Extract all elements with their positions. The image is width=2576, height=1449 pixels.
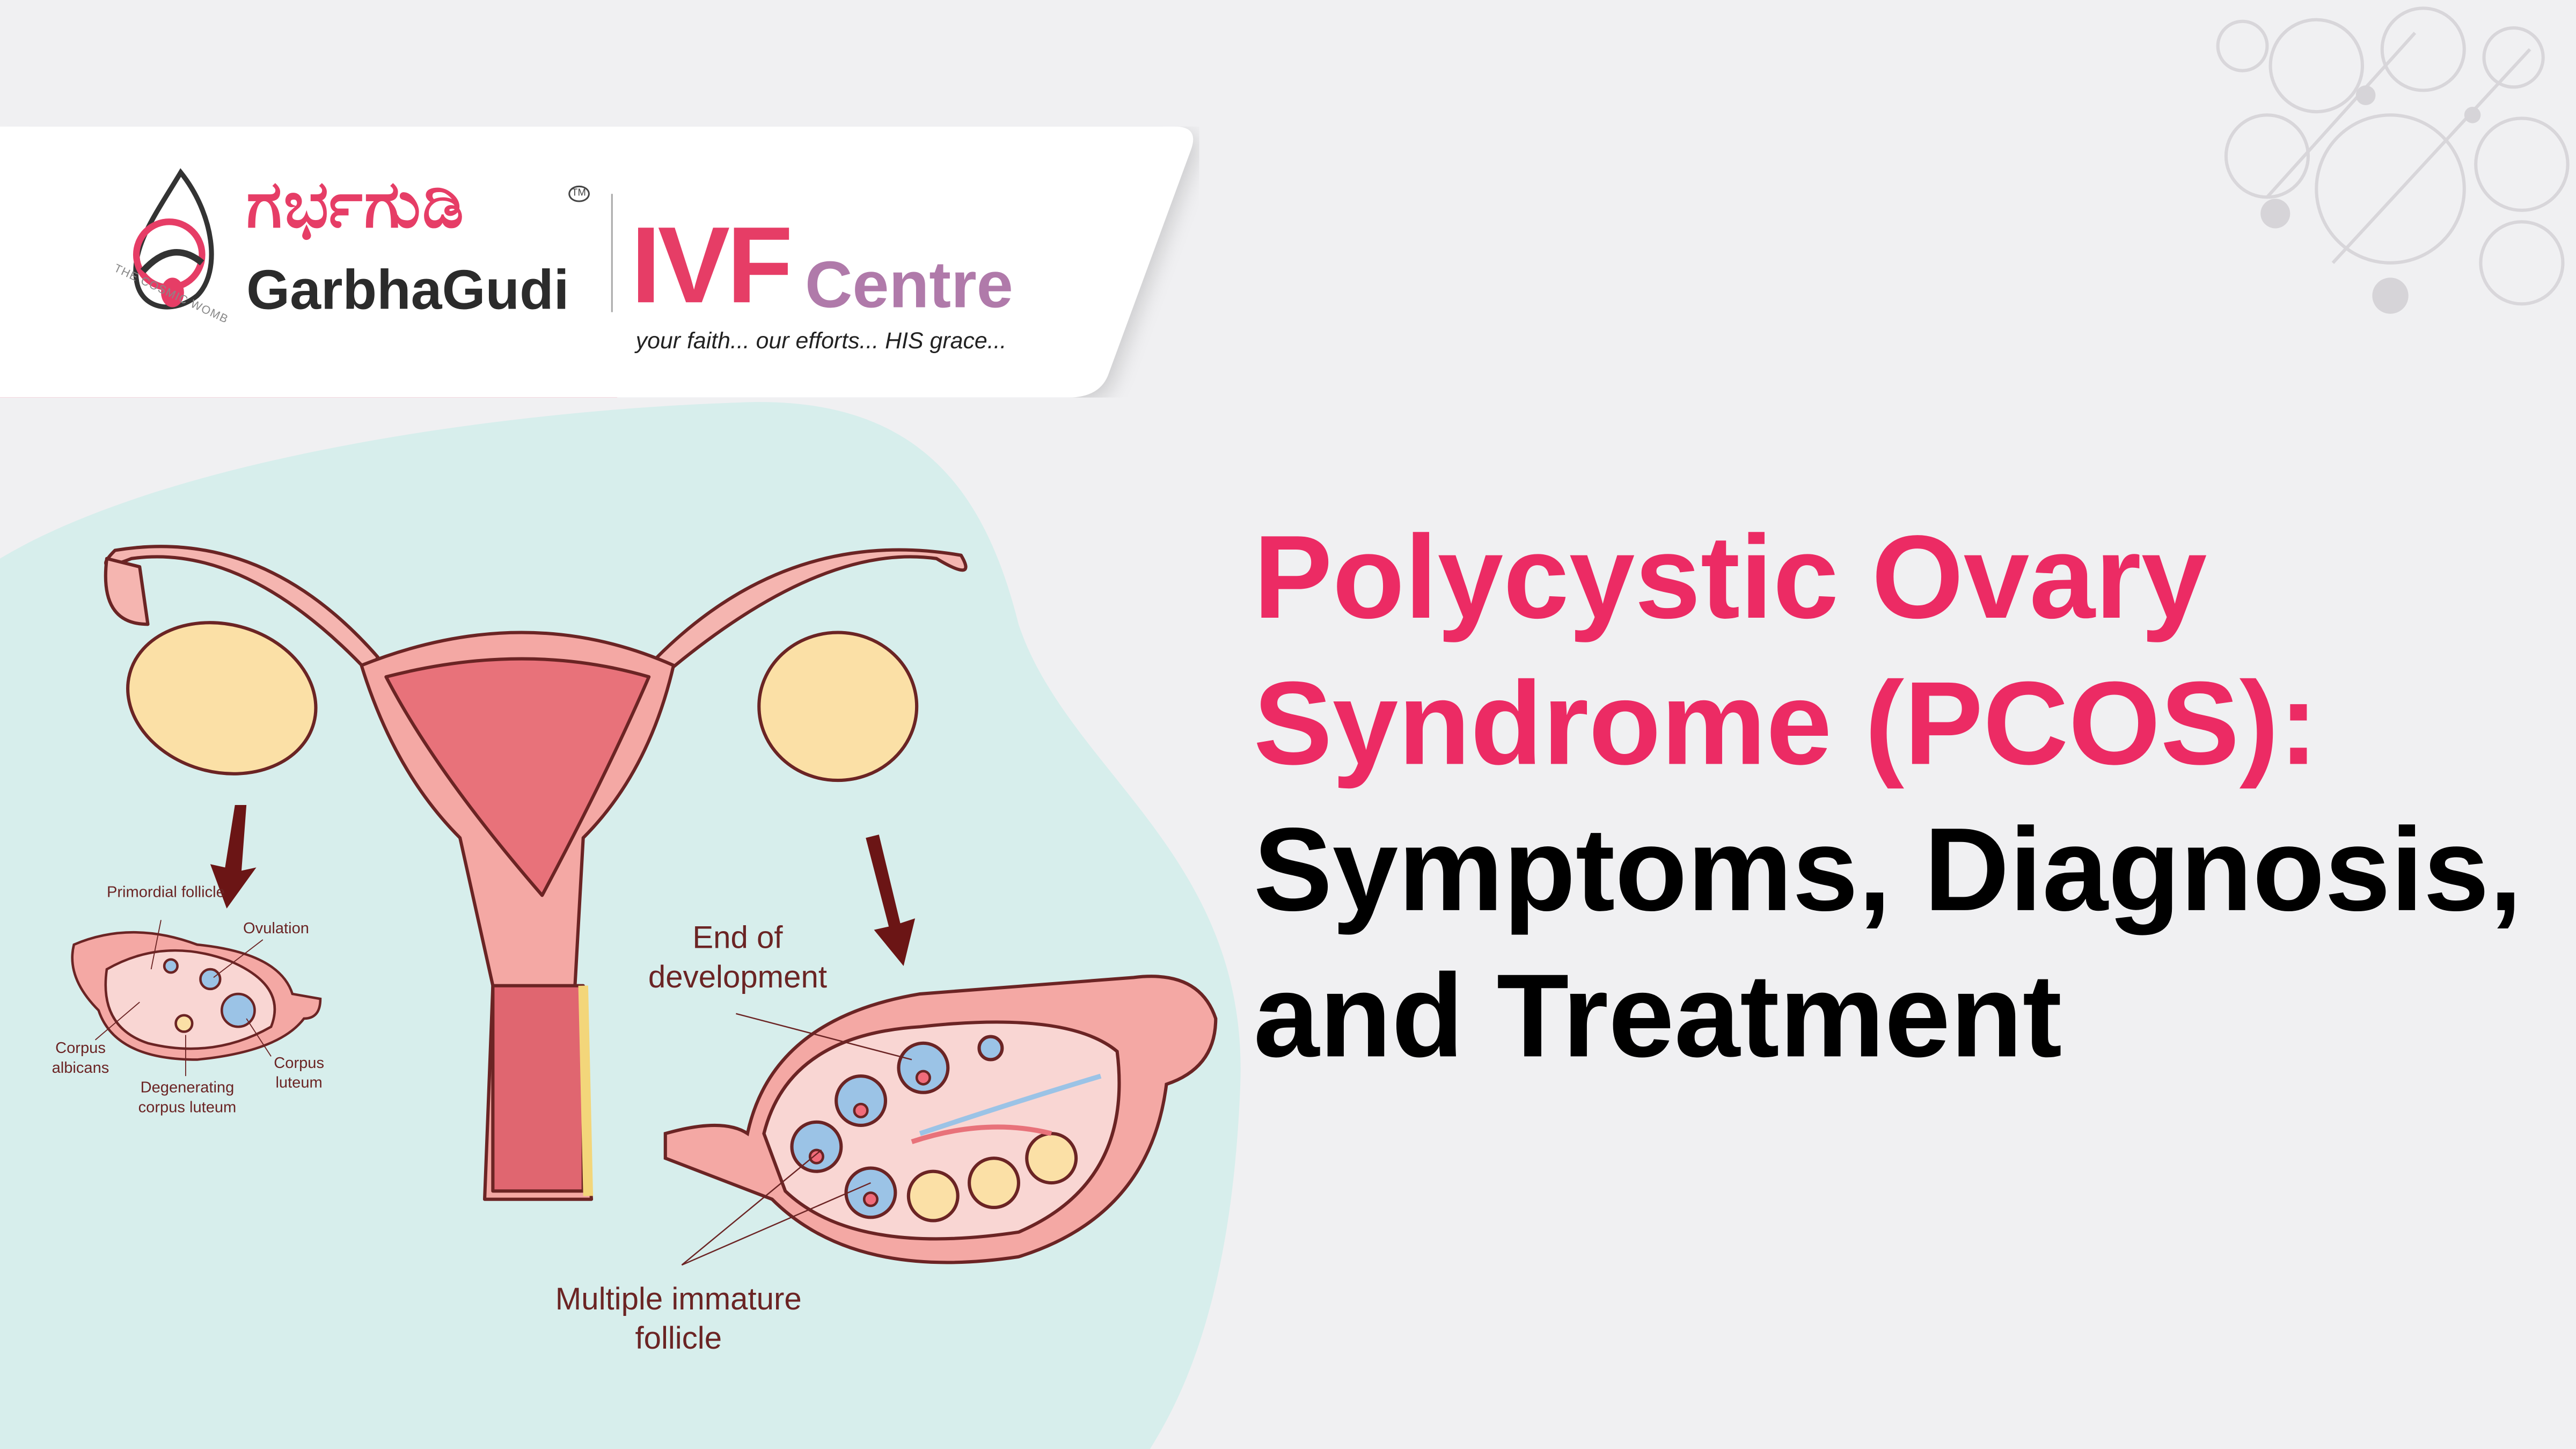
title-line-2: Syndrome (PCOS): [1253, 658, 2318, 791]
trademark: TM [568, 185, 589, 202]
centre-text: Centre [804, 250, 1013, 322]
ivf-text: IVF [631, 203, 793, 326]
logo-divider [611, 194, 613, 312]
title-line-3: Symptoms, Diagnosis, [1253, 804, 2522, 936]
label-corpus-albicans: Corpus albicans [52, 1040, 109, 1078]
label-corpus-luteum: Corpus luteum [274, 1055, 325, 1093]
label-primordial-follicle: Primordial follicle [106, 883, 225, 902]
brand-name-english: GarbhaGudi [246, 259, 569, 322]
title-line-1: Polycystic Ovary [1253, 513, 2207, 644]
label-end-of-development: End of development [648, 921, 827, 996]
brand-name-kannada: ಗರ್ಭಗುಡಿ [246, 169, 466, 241]
title-line-4: and Treatment [1253, 951, 2062, 1083]
header-card [0, 126, 1194, 398]
label-ovulation: Ovulation [243, 920, 309, 938]
womb-logo-icon [133, 168, 214, 310]
label-multiple-immature-follicle: Multiple immature follicle [555, 1283, 802, 1357]
label-degenerating-corpus-luteum: Degenerating corpus luteum [138, 1079, 237, 1117]
slogan: your faith... our efforts... HIS grace..… [635, 327, 1007, 354]
page-title: Polycystic Ovary Syndrome (PCOS): Sympto… [1254, 506, 2522, 1091]
